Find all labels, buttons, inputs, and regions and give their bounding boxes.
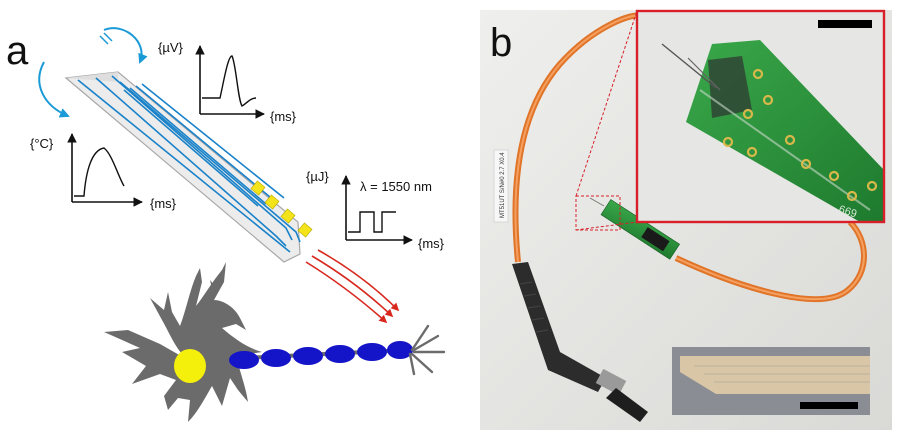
probe-shank	[64, 71, 301, 263]
laser-ray	[311, 255, 394, 318]
inset-needle	[661, 43, 717, 89]
boot-rib	[531, 317, 545, 321]
contact-pad	[250, 180, 266, 196]
wavelength-label: λ = 1550 nm	[360, 179, 432, 194]
axon-terminal-branch	[410, 324, 430, 352]
contact-pad	[297, 222, 313, 238]
panel-b-label: b	[490, 21, 512, 65]
probe-trace	[141, 83, 285, 199]
probe-trace	[111, 75, 293, 241]
voltage-arrow	[103, 27, 148, 64]
probe-trace	[77, 79, 291, 253]
contact-pads	[250, 180, 313, 238]
pcb-connector	[641, 227, 670, 252]
neuron-soma	[104, 262, 262, 422]
pcb-via	[722, 136, 734, 148]
probe-trace	[123, 89, 259, 207]
axon-terminal	[408, 324, 446, 376]
pcb-via	[846, 190, 858, 202]
pcb-via	[784, 134, 796, 146]
myelin-segment	[229, 351, 259, 369]
nucleus	[174, 349, 206, 383]
neuron	[104, 262, 446, 422]
pcb-via	[746, 146, 758, 158]
laser-rays	[305, 249, 400, 324]
myelin-sheath	[229, 341, 413, 369]
volt-unit-label: {µV}	[158, 40, 184, 55]
boot-rib	[527, 305, 541, 309]
temperature-arrow	[38, 61, 70, 118]
inset-vias	[722, 68, 878, 202]
energy-unit-label: {µJ}	[306, 169, 329, 184]
panel-a-label: a	[6, 29, 29, 73]
axon-terminal-branch	[410, 352, 434, 374]
energy-time-label: {ms}	[418, 236, 445, 251]
inset-needle	[687, 57, 721, 91]
pcb-via	[762, 94, 774, 106]
axon-terminal-branch	[412, 334, 440, 352]
chip-body	[680, 356, 870, 394]
probe-trace	[119, 81, 301, 243]
temperature-curve	[74, 147, 125, 197]
pcb-via	[800, 158, 812, 170]
boot-rib	[519, 281, 533, 285]
myelin-segment	[387, 341, 413, 359]
temp-time-label: {ms}	[150, 196, 177, 211]
inset-border	[635, 9, 886, 224]
pcb-via	[866, 180, 878, 192]
temperature-plot: {°C} {ms}	[30, 133, 177, 211]
boot-rib	[523, 293, 537, 297]
chip-micrograph	[672, 347, 870, 415]
volt-time-label: {ms}	[270, 109, 297, 124]
probe-traces	[77, 75, 301, 253]
pcb-via	[742, 108, 754, 120]
chip-traces	[694, 365, 870, 383]
break-mark-icon	[99, 32, 113, 45]
probe-trace	[129, 87, 267, 205]
fiber-label-text: MT51UT S/N#0 2.7 X0.4	[500, 152, 506, 218]
fiber-cable-right-highlight	[675, 221, 865, 301]
pcb-via	[752, 68, 764, 80]
zoom-guide-line	[575, 221, 638, 231]
fiber-cable-highlight	[514, 14, 643, 263]
laser-ray	[305, 261, 388, 324]
zoom-guide-line	[575, 10, 638, 197]
axon-terminal-branch	[408, 352, 416, 376]
neuron-dendrite	[210, 280, 218, 298]
myelin-segment	[293, 347, 323, 365]
laser-ray	[317, 249, 400, 312]
myelin-segment	[261, 349, 291, 367]
board-marking: 669	[837, 203, 858, 220]
probe-trace	[95, 77, 287, 247]
chip-scale-bar	[800, 402, 858, 409]
pcb-via	[828, 170, 840, 182]
laser-pulse-plot: {µJ} λ = 1550 nm {ms}	[306, 169, 445, 251]
pulse-train	[348, 211, 396, 233]
zoom-inset: 669	[637, 11, 884, 222]
boot-rib	[535, 329, 549, 333]
myelin-segment	[357, 343, 387, 361]
inset-trace-highlight	[699, 89, 871, 211]
fiber-label-sleeve	[493, 149, 509, 223]
boot-ribs	[519, 281, 549, 333]
contact-pad	[264, 194, 280, 210]
inset-scale-bar	[818, 20, 872, 28]
probe-base-shadow	[66, 72, 118, 82]
fiber-connector-tip	[606, 388, 648, 422]
zoom-region-box	[575, 195, 621, 231]
voltage-spike-curve	[202, 55, 257, 107]
probe-trace	[135, 85, 277, 203]
voltage-plot: {µV} {ms}	[158, 40, 297, 124]
fiber-connector-ferrule	[595, 368, 627, 396]
temp-unit-label: {°C}	[30, 136, 54, 151]
probe-needle	[589, 197, 605, 207]
contact-pad	[280, 208, 296, 224]
myelin-segment	[325, 345, 355, 363]
